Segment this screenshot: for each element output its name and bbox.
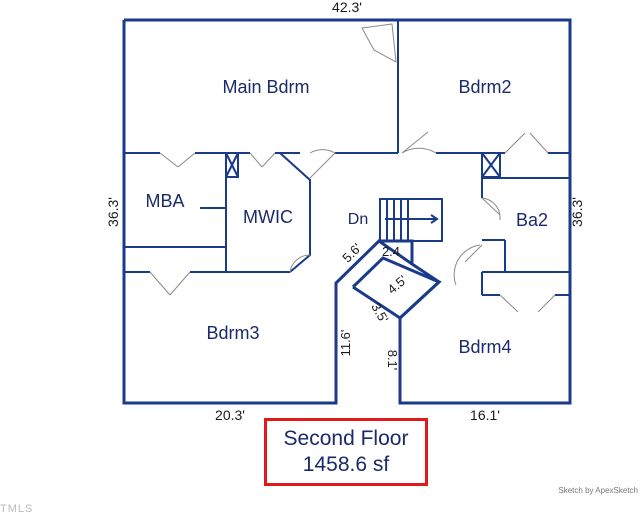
dim-hall-top: 2.4 bbox=[382, 244, 400, 259]
stairs-down-label: Dn bbox=[348, 211, 368, 228]
room-bdrm2: Bdrm2 bbox=[458, 77, 511, 97]
floor-name: Second Floor bbox=[283, 427, 409, 450]
brand-watermark: TMLS bbox=[0, 503, 34, 515]
dim-hall-right: 8.1' bbox=[385, 350, 400, 371]
sketch-credit: Sketch by ApexSketch bbox=[558, 486, 638, 495]
dim-hall-short: 3.5' bbox=[368, 300, 391, 325]
dim-left: 36.3' bbox=[105, 197, 121, 227]
dim-hall-upper: 5.6' bbox=[339, 240, 364, 265]
room-ba2: Ba2 bbox=[516, 210, 548, 230]
door-swings bbox=[149, 23, 556, 313]
dim-bottom-right: 16.1' bbox=[470, 407, 500, 423]
dim-top: 42.3' bbox=[332, 0, 362, 15]
floor-area: 1458.6 sf bbox=[302, 453, 390, 476]
room-mwic: MWIC bbox=[243, 207, 293, 227]
outer-walls bbox=[122, 18, 572, 405]
room-main-bdrm: Main Bdrm bbox=[222, 77, 309, 97]
dim-bottom-left: 20.3' bbox=[215, 407, 245, 423]
closet-markers bbox=[225, 152, 501, 178]
dim-hall-diag: 4.5' bbox=[384, 272, 409, 297]
dim-hall-left: 11.6' bbox=[338, 330, 353, 357]
room-mba: MBA bbox=[145, 191, 184, 211]
stairs bbox=[379, 198, 443, 242]
room-bdrm3: Bdrm3 bbox=[206, 323, 259, 343]
floor-summary-box: Second Floor 1458.6 sf bbox=[264, 418, 428, 486]
room-bdrm4: Bdrm4 bbox=[458, 337, 511, 357]
dim-right: 36.3' bbox=[569, 197, 585, 227]
